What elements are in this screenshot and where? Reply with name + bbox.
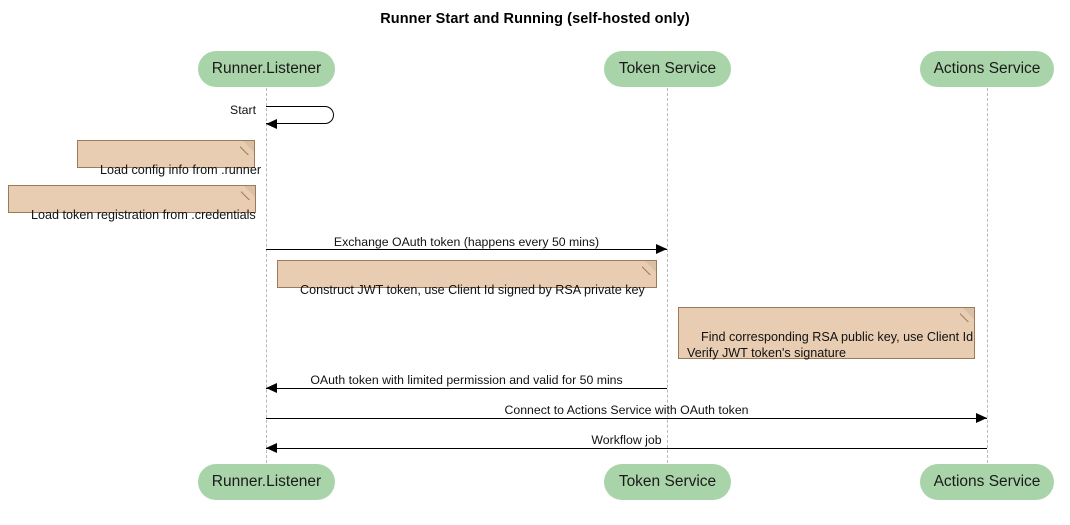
participant-label: Token Service: [618, 60, 717, 77]
lifeline-actions: [987, 88, 988, 463]
message-label-workflow-job: Workflow job: [591, 433, 662, 447]
participant-runner-listener-bottom[interactable]: Runner.Listener: [198, 464, 335, 500]
message-label-connect-to-actions-service: Connect to Actions Service with OAuth to…: [504, 403, 749, 417]
page-title: Runner Start and Running (self-hosted on…: [380, 11, 690, 27]
message-self-start: [266, 106, 334, 124]
participant-label: Runner.Listener: [211, 473, 322, 490]
note-fold-edge-icon: [960, 307, 975, 322]
note-construct-jwt-token: Construct JWT token, use Client Id signe…: [277, 260, 657, 297]
participant-label: Actions Service: [933, 60, 1041, 77]
note-text: Construct JWT token, use Client Id signe…: [300, 283, 645, 297]
note-fold-edge-icon: [241, 185, 256, 200]
arrowhead-exchange-oauth-token: [656, 244, 667, 254]
message-exchange-oauth-token: [266, 249, 667, 250]
note-text: Find corresponding RSA public key, use C…: [687, 330, 974, 360]
note-fold-edge-icon: [642, 260, 657, 275]
note-load-token-registration: Load token registration from .credential…: [8, 185, 256, 222]
message-workflow-job: [266, 448, 987, 449]
participant-actions-service-top[interactable]: Actions Service: [920, 51, 1054, 87]
participant-token-service-bottom[interactable]: Token Service: [604, 464, 731, 500]
message-oauth-token-returned: [266, 388, 667, 389]
message-label-oauth-token-returned: OAuth token with limited permission and …: [310, 373, 623, 387]
note-text: Load config info from .runner: [100, 163, 262, 177]
lifeline-token: [667, 88, 668, 463]
arrowhead-connect-to-actions-service: [976, 413, 987, 423]
participant-label: Token Service: [618, 473, 717, 490]
lifeline-runner: [266, 88, 267, 463]
arrowhead-oauth-token-returned: [266, 383, 277, 393]
note-text: Load token registration from .credential…: [31, 208, 256, 222]
note-load-config: Load config info from .runner: [77, 140, 261, 177]
participant-actions-service-bottom[interactable]: Actions Service: [920, 464, 1054, 500]
participant-label: Actions Service: [933, 473, 1041, 490]
arrowhead-start: [266, 119, 277, 129]
arrowhead-workflow-job: [266, 443, 277, 453]
note-verify-jwt-signature: Find corresponding RSA public key, use C…: [678, 307, 975, 360]
message-label-start: Start: [230, 103, 256, 117]
note-fold-edge-icon: [240, 140, 255, 155]
message-connect-to-actions-service: [266, 418, 987, 419]
message-label-exchange-oauth-token: Exchange OAuth token (happens every 50 m…: [333, 235, 600, 249]
participant-token-service-top[interactable]: Token Service: [604, 51, 731, 87]
participant-label: Runner.Listener: [211, 60, 322, 77]
participant-runner-listener-top[interactable]: Runner.Listener: [198, 51, 335, 87]
